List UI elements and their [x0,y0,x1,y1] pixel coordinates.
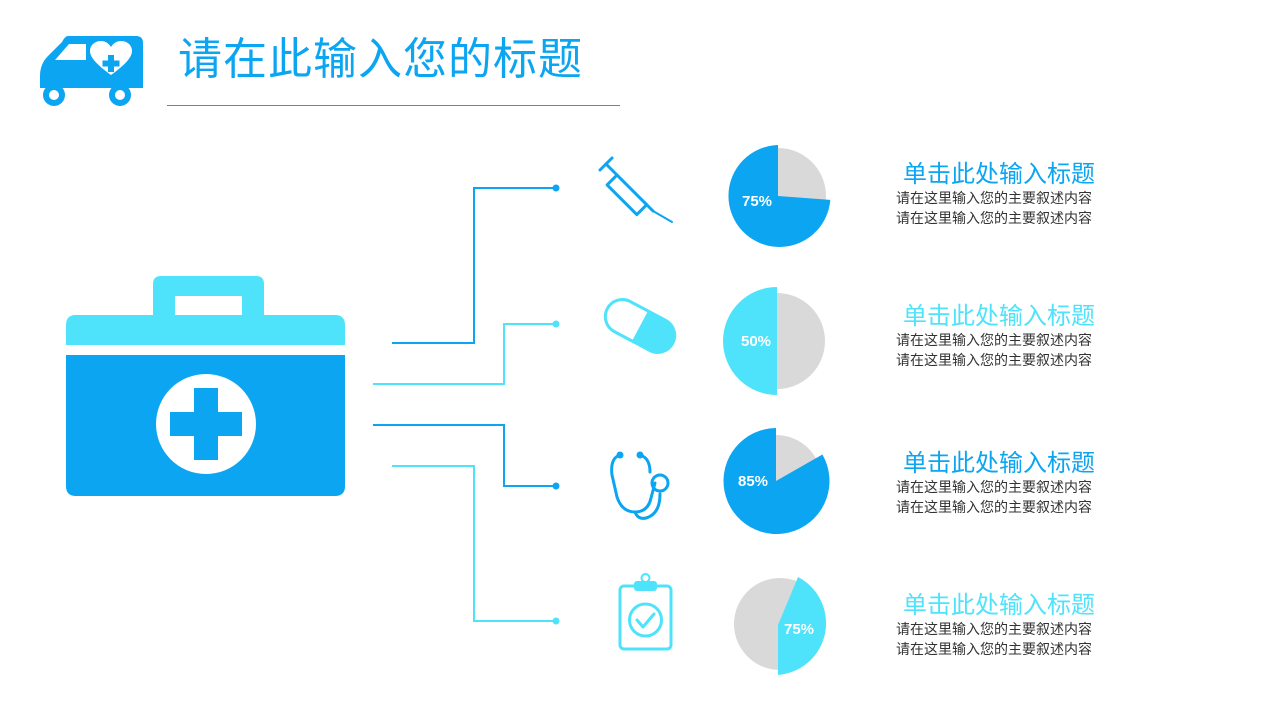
item-desc: 请在这里输入您的主要叙述内容 [896,333,1092,349]
item-desc: 请在这里输入您的主要叙述内容 [896,480,1092,496]
pie-percent-label: 50% [741,333,771,350]
pie-chart-stethoscope: 85% [723,428,830,534]
item-desc: 请在这里输入您的主要叙述内容 [896,500,1092,516]
connector-line-1 [392,187,556,344]
clipboard-check-icon [618,573,673,651]
item-title: 单击此处输入标题 [903,160,1095,188]
stethoscope-icon [610,451,670,520]
title-divider [167,105,620,106]
connector-line-3 [373,424,556,487]
connector-line-2 [373,323,556,385]
page-title: 请在此输入您的标题 [178,34,583,85]
connector-line-4 [392,465,556,622]
pie-chart-capsule: 50% [723,287,825,395]
item-title: 单击此处输入标题 [903,591,1095,619]
pie-percent-label: 85% [738,473,768,490]
item-desc: 请在这里输入您的主要叙述内容 [896,353,1092,369]
pie-percent-label: 75% [742,193,772,210]
syringe-icon [598,156,673,223]
capsule-icon [603,298,677,354]
item-desc: 请在这里输入您的主要叙述内容 [896,211,1092,227]
pie-chart-syringe: 75% [728,145,831,247]
pie-percent-label: 75% [784,621,814,638]
item-desc: 请在这里输入您的主要叙述内容 [896,622,1092,638]
item-title: 单击此处输入标题 [903,302,1095,330]
pie-chart-clipboard: 75% [734,577,827,675]
item-desc: 请在这里输入您的主要叙述内容 [896,642,1092,658]
item-title: 单击此处输入标题 [903,449,1095,477]
item-desc: 请在这里输入您的主要叙述内容 [896,191,1092,207]
